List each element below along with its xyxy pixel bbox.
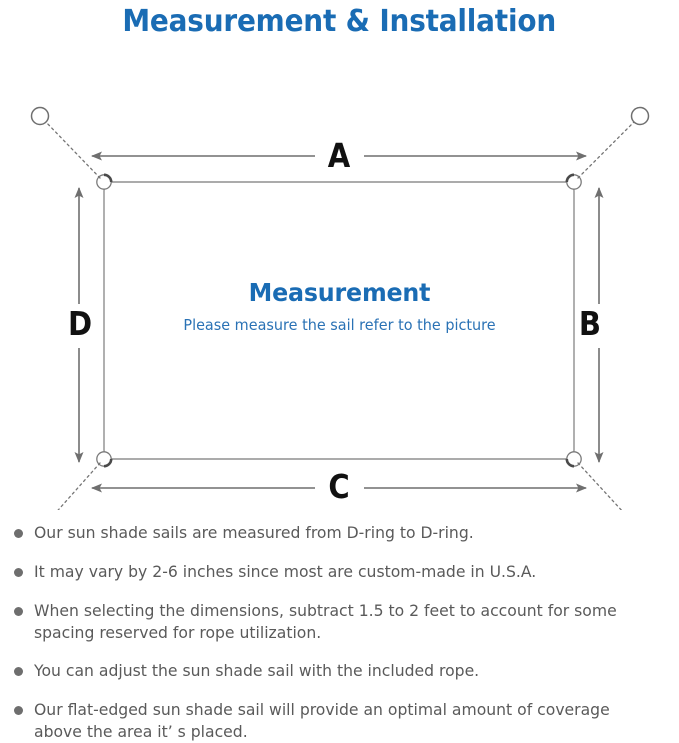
rope-top-right [577, 119, 637, 179]
dimension-label-c: C [318, 470, 360, 503]
list-item: Our flat-edged sun shade sail will provi… [14, 699, 665, 743]
note-text: Our sun shade sails are measured from D-… [34, 523, 474, 542]
diagram-svg [30, 106, 650, 510]
rope-top-left [43, 119, 101, 179]
note-text: Our flat-edged sun shade sail will provi… [34, 700, 610, 742]
page-title: Measurement & Installation [122, 3, 557, 39]
list-item: Our sun shade sails are measured from D-… [14, 522, 665, 544]
dimension-label-b: B [575, 304, 605, 343]
note-text: You can adjust the sun shade sail with t… [34, 661, 480, 681]
note-text: It may vary by 2-6 inches since most are… [34, 561, 537, 581]
list-item: You can adjust the sun shade sail with t… [14, 660, 665, 682]
bullet-icon [14, 706, 23, 716]
anchor-point-top-right [630, 106, 650, 126]
sail-outline [103, 181, 575, 460]
note-text: When selecting the dimensions, subtract … [34, 600, 617, 642]
anchor-point-top-left [30, 106, 50, 126]
rope-bottom-right [577, 462, 623, 510]
dimension-label-d: D [65, 304, 95, 343]
bullet-icon [14, 667, 23, 677]
bullet-icon [14, 567, 23, 577]
list-item: When selecting the dimensions, subtract … [14, 600, 665, 644]
notes-list: Our sun shade sails are measured from D-… [0, 522, 679, 743]
page-header: Measurement & Installation [0, 0, 679, 42]
bullet-icon [14, 529, 23, 538]
sail-measurement-diagram: A B C D Measurement Please measure the s… [0, 42, 679, 510]
dimension-label-a: A [318, 139, 360, 172]
rope-bottom-left [57, 462, 101, 510]
bullet-icon [14, 606, 23, 616]
list-item: It may vary by 2-6 inches since most are… [14, 561, 665, 583]
